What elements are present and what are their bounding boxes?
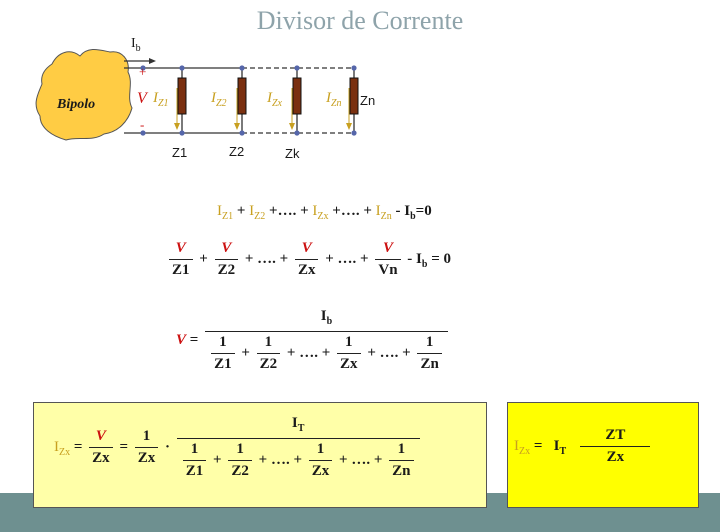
lhs-izx: IZx: [54, 438, 71, 458]
label-z2: Z2: [229, 144, 245, 159]
branch-z2: [234, 65, 247, 136]
term-izx: IZx: [312, 203, 329, 222]
current-izx: IZx: [267, 90, 282, 109]
bipolo-blob: [35, 49, 133, 141]
circuit-diagram: [35, 49, 359, 141]
equation-current-sum: IZ1 + IZ2 +…. + IZx +…. + IZn - Ib=0: [217, 203, 432, 222]
branch-zk: [289, 65, 302, 136]
term-iz2: IZ2: [249, 203, 266, 222]
plus-sign: +: [139, 64, 147, 79]
page-title: Divisor de Corrente: [256, 6, 464, 35]
label-z1: Z1: [172, 145, 188, 160]
minus-sign: -: [140, 117, 145, 132]
branch-z1: [174, 65, 187, 136]
current-izn: IZn: [326, 90, 342, 109]
bipolo-label: Bipolo: [57, 97, 96, 112]
label-zk: Zk: [285, 146, 300, 161]
label-zn: Zn: [360, 93, 376, 108]
branch-zn: [346, 65, 359, 136]
current-iz2: IZ2: [211, 90, 227, 109]
current-iz1: IZ1: [153, 90, 169, 109]
term-iz1: IZ1: [217, 203, 234, 222]
voltage-label: V: [137, 90, 147, 107]
term-izn: IZn: [375, 203, 392, 222]
ib-label: Ib: [131, 36, 141, 54]
lhs-izx-final: IZx: [514, 437, 531, 457]
